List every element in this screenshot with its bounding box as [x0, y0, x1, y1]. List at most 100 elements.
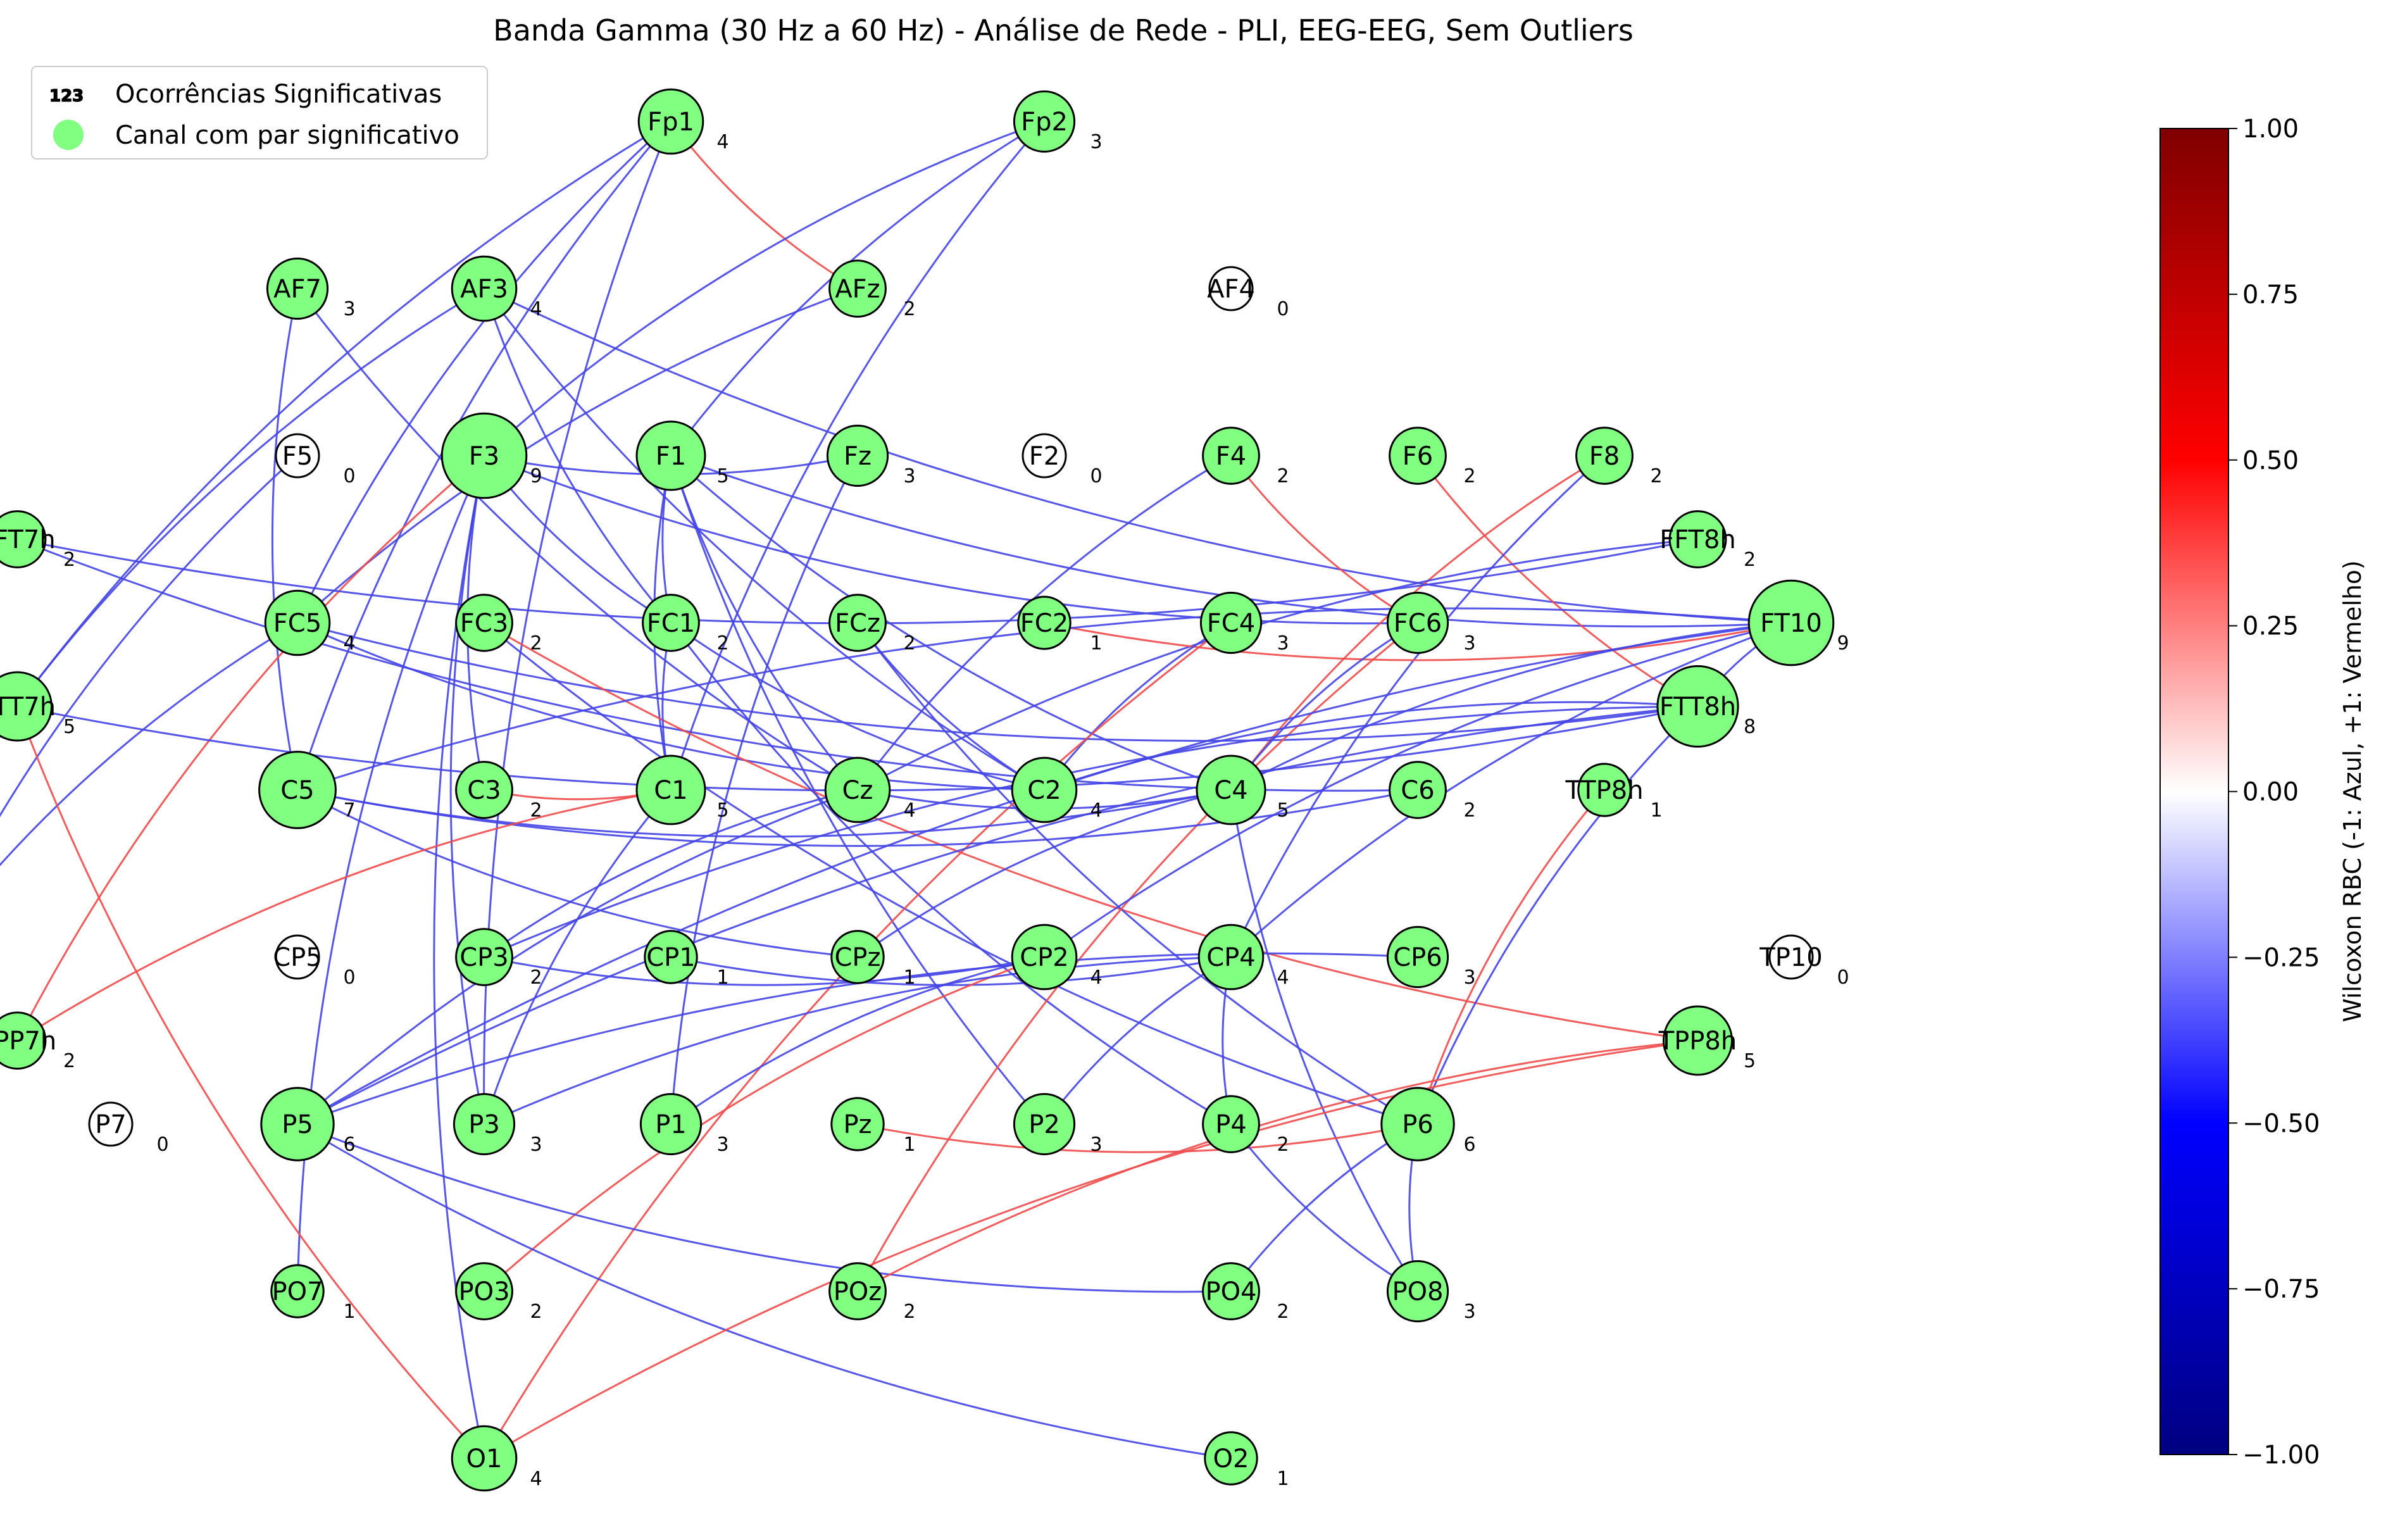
node-count: 0 — [343, 967, 355, 989]
edge-FC3-TPP8h — [484, 622, 1698, 1042]
node-circle — [1017, 596, 1072, 650]
node-label: FC4 — [1207, 609, 1255, 638]
node-label: FC3 — [460, 609, 508, 638]
node-circle — [441, 412, 528, 499]
node-label: Fp1 — [647, 108, 694, 137]
node-label: P1 — [655, 1110, 687, 1139]
node-circle — [642, 594, 700, 652]
figure-title: Banda Gamma (30 Hz a 60 Hz) - Análise de… — [493, 13, 1634, 47]
node-label: PO3 — [458, 1277, 509, 1306]
colorbar-tick-label: 0.50 — [2242, 446, 2299, 475]
node-label: PO8 — [1392, 1277, 1443, 1306]
node-circle — [1380, 1087, 1455, 1161]
edge-Fp1-FC5 — [296, 120, 672, 623]
node-circle — [1202, 1095, 1260, 1153]
node-P7: P70 — [88, 1101, 169, 1156]
node-count: 2 — [1650, 465, 1662, 487]
node-circle — [1389, 427, 1447, 485]
nodes-layer: Fp14Fp23AF73AF34AFz2AF40F50F39F15Fz3F20F… — [0, 88, 1849, 1492]
node-count: 1 — [903, 1134, 915, 1156]
node-circle — [1575, 427, 1634, 485]
node-count: 4 — [903, 799, 915, 822]
node-label: FCz — [835, 609, 880, 638]
edge-FT10-P5 — [297, 622, 1792, 1125]
colorbar-tick-label: 0.00 — [2242, 778, 2299, 807]
node-count: 4 — [343, 632, 355, 654]
edge-C4-PO8 — [1230, 789, 1419, 1292]
node-label: AF3 — [460, 275, 508, 304]
edge-F3-PO7 — [296, 455, 485, 1292]
node-circle — [0, 510, 47, 568]
node-circle — [0, 671, 53, 742]
node-F4: F42 — [1202, 427, 1289, 487]
node-circle — [1668, 510, 1727, 568]
edge-FT10-C4 — [1230, 622, 1792, 791]
edge-FTT8h-P6 — [1416, 705, 1699, 1125]
node-FCz: FCz 2 — [828, 594, 916, 654]
edge-F3-O1 — [433, 455, 485, 1459]
edge-P5-PO4 — [297, 1123, 1232, 1293]
node-P3: P33 — [453, 1092, 542, 1156]
node-count: 3 — [1090, 131, 1102, 153]
node-count: 2 — [903, 632, 915, 654]
node-count: 2 — [1277, 465, 1289, 487]
node-count: 2 — [530, 1301, 542, 1323]
node-label: FT10 — [1760, 609, 1822, 638]
edge-P4-PO8 — [1230, 1124, 1418, 1293]
node-circle — [1013, 90, 1076, 153]
node-circle — [1386, 1260, 1449, 1323]
node-circle — [639, 1092, 703, 1156]
node-circle — [275, 934, 320, 980]
edge-CP2-P1 — [670, 956, 1045, 1125]
node-C3: C32 — [455, 761, 542, 822]
node-count: 0 — [156, 1134, 168, 1156]
node-count: 5 — [1744, 1050, 1756, 1072]
node-circle — [1022, 433, 1067, 479]
node-label: TPP8h — [1658, 1027, 1737, 1056]
node-FFT7h: FFT7h2 — [0, 510, 75, 571]
colorbar-tick-label: −1.00 — [2242, 1441, 2320, 1470]
node-circle — [830, 930, 885, 984]
node-P4: P42 — [1202, 1095, 1289, 1156]
node-F5: F50 — [275, 433, 356, 487]
node-label: Pz — [843, 1110, 872, 1139]
node-circle — [1656, 665, 1739, 748]
node-circle — [451, 1425, 518, 1492]
node-label: TPP7h — [0, 1027, 56, 1056]
node-count: 3 — [343, 298, 355, 320]
node-count: 3 — [1090, 1134, 1102, 1156]
node-count: 2 — [63, 1050, 75, 1072]
edge-FCz-P6 — [856, 622, 1418, 1125]
node-label: AF4 — [1207, 275, 1255, 304]
edge-CP4-P2 — [1043, 956, 1232, 1125]
node-label: CPz — [834, 943, 880, 972]
node-circle — [644, 930, 698, 984]
colorbar: 1.000.750.500.250.00−0.25−0.50−0.75−1.00… — [2159, 115, 2366, 1470]
edge-Pz-P6 — [857, 1123, 1418, 1153]
node-count: 4 — [716, 131, 728, 153]
edge-AF3-FC1 — [483, 288, 672, 623]
edge-AF7-Cz — [296, 288, 858, 791]
edge-Fp1-AFz — [670, 121, 858, 290]
edge-AF3-FTT7h — [16, 287, 485, 707]
edge-FC1-P4 — [670, 622, 1232, 1125]
colorbar-tick-label: −0.50 — [2242, 1109, 2320, 1138]
colorbar-tick-label: 0.75 — [2242, 280, 2299, 310]
node-F2: F20 — [1022, 433, 1103, 487]
legend-marker-text: 123 — [49, 87, 84, 106]
node-label: FTT8h — [1659, 692, 1736, 722]
node-count: 5 — [716, 799, 728, 822]
node-Cz: Cz4 — [824, 756, 916, 823]
node-count: 4 — [1277, 967, 1289, 989]
